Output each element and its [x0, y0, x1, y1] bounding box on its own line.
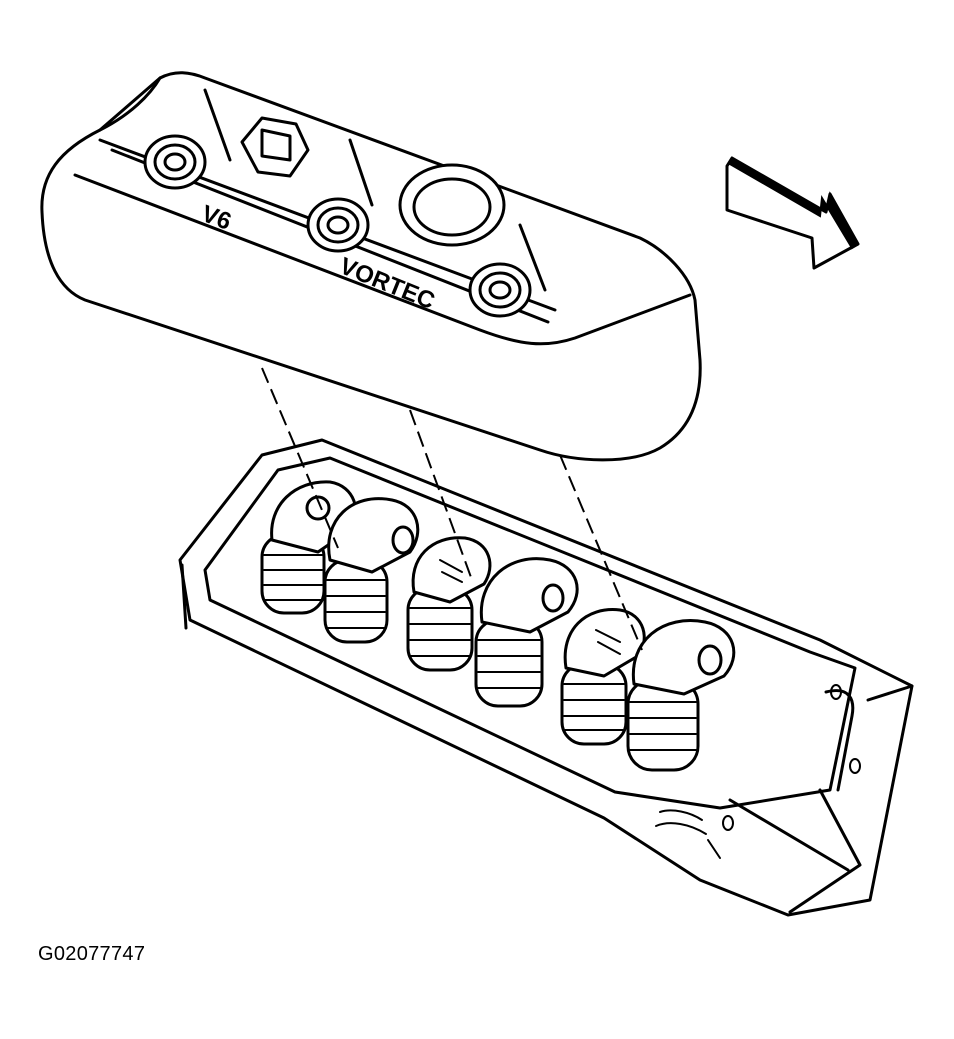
valve-spring-5	[560, 662, 628, 746]
alignment-lines	[261, 367, 643, 651]
rocker-arm-2	[327, 497, 420, 574]
arrow-icon	[725, 156, 860, 270]
rocker-arm-3	[411, 536, 492, 604]
rocker-arm-4	[479, 557, 579, 634]
oil-fill-cap-opening	[398, 163, 506, 247]
valve-spring-4	[474, 618, 544, 708]
valve-cover: V6 VORTEC	[40, 71, 702, 462]
rocker-arm-6	[631, 619, 736, 696]
valve-spring-2	[323, 558, 389, 644]
figure-id-label: G02077747	[38, 943, 146, 965]
cover-bolt-2	[306, 197, 370, 253]
cover-bolt-3	[468, 262, 532, 318]
pcv-grommet	[240, 116, 310, 178]
cover-bolt-1	[143, 134, 207, 190]
